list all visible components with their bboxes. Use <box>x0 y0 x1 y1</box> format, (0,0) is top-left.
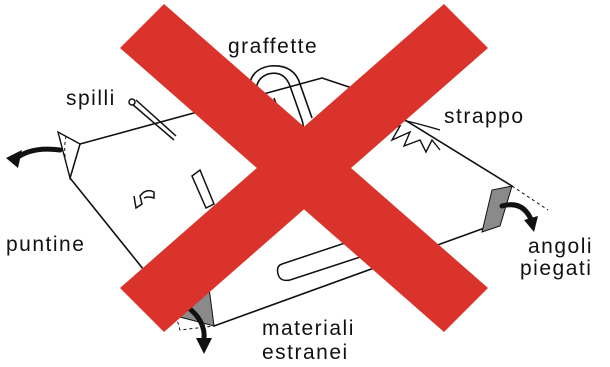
bent-corner-top-left <box>6 132 80 178</box>
label-staples: graffette <box>228 36 318 58</box>
label-bent-corners-line1: angoli <box>528 236 593 258</box>
label-tear: strappo <box>444 106 525 128</box>
label-bent-corners-line2: piegati <box>520 258 592 280</box>
label-foreign-line1: materiali <box>262 318 355 340</box>
label-tacks: puntine <box>6 234 85 256</box>
bent-corner-right <box>482 186 548 232</box>
label-foreign-line2: estranei <box>262 342 349 364</box>
label-pins: spilli <box>66 88 116 110</box>
